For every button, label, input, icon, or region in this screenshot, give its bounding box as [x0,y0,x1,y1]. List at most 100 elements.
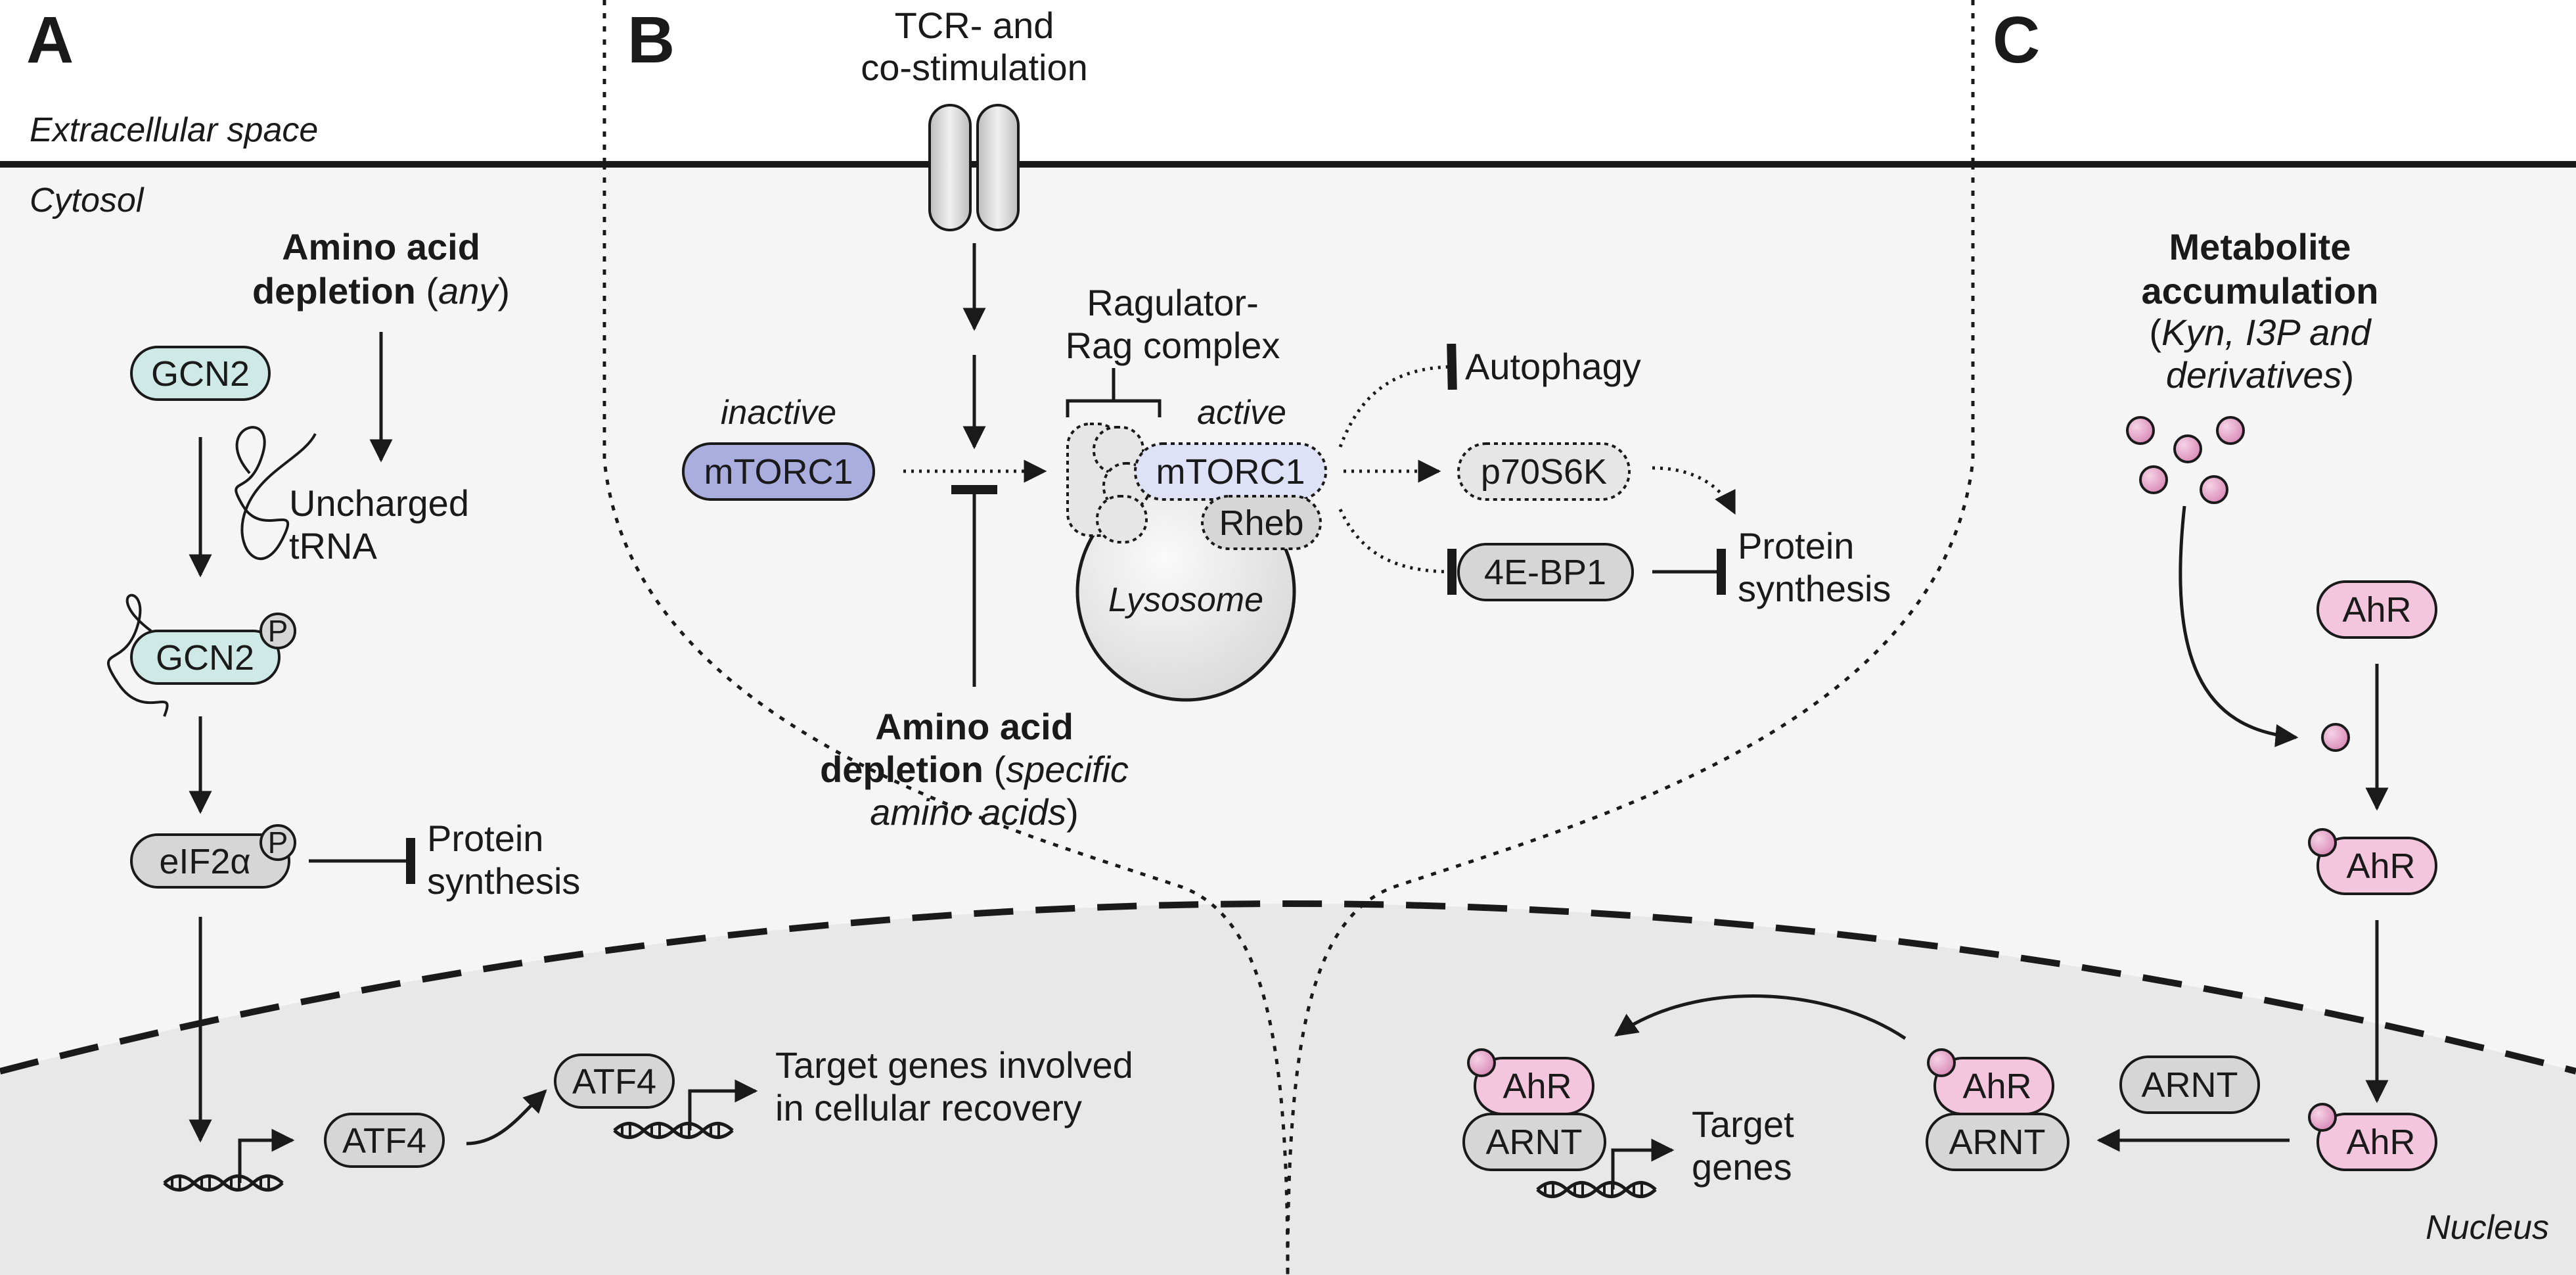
c-target-line2: genes [1692,1146,1792,1188]
b-dotted-arrow-p70-to-protein [1652,466,1736,515]
a-target-line1: Target genes involved [775,1044,1133,1086]
b-tcr-line2: co-stimulation [861,47,1087,88]
b-ragulator-bracket [1066,368,1162,417]
b-mtorc1-inactive-label: mTORC1 [704,452,853,492]
divider-b-left-curve [602,164,1290,1275]
c-target-line1: Target [1692,1103,1794,1145]
a-eif2a-pill [130,833,290,889]
b-p70s6k-pill [1457,442,1631,501]
b-inactive-label: inactive [721,394,836,432]
c-ahr-label-1: AhR [2342,590,2411,630]
c-metabolite-line2: accumulation [2142,270,2379,312]
divider-b-right-curve [1286,164,1975,1275]
b-aa-depletion-line1: Amino acid [875,706,1073,747]
c-complex-ahr-pill [1933,1057,2054,1115]
b-tcr-line1: TCR- and [895,5,1054,46]
a-protein-line2: synthesis [427,860,580,902]
panel-b: TCR- and co-stimulation inactive mTORC1 … [682,5,1891,833]
b-4ebp1-pill [1457,543,1634,601]
cytosol-label: Cytosol [30,181,145,220]
b-tcr-receptor-right [976,104,1020,231]
a-uncharged-trna-line1: Uncharged [289,482,469,524]
c-ahr-label-2: AhR [2346,846,2415,886]
a-atf4-label-2: ATF4 [572,1062,656,1101]
panel-label-c: C [1993,3,2040,77]
a-protein-line1: Protein [427,818,543,859]
a-arrow-atf4-curve [466,1089,547,1146]
a-eif2a-phospho-label: P [268,825,288,860]
b-active-label: active [1197,394,1286,432]
b-ragulator-line2: Rag complex [1066,325,1280,366]
extracellular-background [0,0,2576,164]
c-nuc-arnt-label: ARNT [1486,1123,1583,1162]
a-gcn2-p-pill [130,630,281,685]
nucleus-label: Nucleus [2426,1209,2549,1247]
a-gcn2-label: GCN2 [151,354,250,394]
b-mtorc1-active-label: mTORC1 [1156,452,1305,492]
c-nuc-ahr-ligand-icon [1467,1048,1496,1077]
a-promoter-arrow [238,1128,295,1183]
c-ahr-pill-3 [2316,1113,2437,1171]
a-eif2a-label: eIF2α [159,842,250,881]
panel-label-a: A [26,3,74,77]
a-gcn2-phospho-icon [260,613,296,649]
b-protein-line2: synthesis [1738,568,1891,609]
a-atf4-pill-2 [554,1054,675,1109]
c-arrow-translocate [1614,994,1907,1040]
b-aa-depletion-line2: depletion (specific [820,749,1129,790]
c-complex-ahr-label: AhR [1962,1067,2031,1106]
c-complex-arnt-label: ARNT [1949,1123,2046,1162]
trna-bound-squiggle-icon [106,593,169,717]
c-arnt-free-label: ARNT [2142,1065,2238,1105]
c-ligand-cluster-icon [2126,416,2245,504]
b-tcr-receptor-left [928,104,972,231]
b-dotted-inhibit-autophagy [1338,343,1457,448]
c-ahr-pill-2 [2316,837,2437,895]
extracellular-label: Extracellular space [30,111,318,149]
panel-c: Metabolite accumulation (Kyn, I3P and de… [1462,226,2437,1197]
b-autophagy-label: Autophagy [1465,346,1641,387]
a-aa-depletion-line2: depletion (any) [252,270,510,312]
c-metabolite-sub1: (Kyn, I3P and [2149,312,2372,353]
nuclear-envelope [0,900,2576,1075]
c-ligand-single-icon [2321,723,2350,752]
a-aa-depletion-line1: Amino acid [282,226,480,267]
b-rheb-pill [1201,495,1322,550]
trna-squiggle-icon [235,426,317,561]
a-gcn2-pill [130,346,271,401]
b-4ebp1-label: 4E-BP1 [1484,553,1606,592]
b-ragulator-complex [1066,423,1151,544]
b-rheb-label: Rheb [1219,503,1303,543]
a-eif2a-phospho-icon [260,824,296,861]
b-p70s6k-label: p70S6K [1481,452,1607,492]
a-promoter-arrow-2 [688,1079,758,1130]
a-atf4-label-1: ATF4 [342,1121,426,1161]
b-protein-line1: Protein [1738,525,1854,567]
a-uncharged-trna-line2: tRNA [289,525,377,567]
a-atf4-pill-1 [324,1113,445,1168]
a-gcn2-p-label: GCN2 [156,638,254,678]
c-nuc-ahr-pill [1474,1057,1594,1115]
c-ahr-ligand-2-icon [2308,828,2337,857]
c-nuc-ahr-label: AhR [1503,1067,1571,1106]
c-promoter-arrow [1611,1138,1675,1190]
c-arrow-ligand-curve [2179,505,2299,747]
c-ahr-pill-1 [2316,580,2437,639]
b-aa-depletion-line3: amino acids) [870,791,1078,833]
b-mtorc1-inactive-pill [682,442,875,501]
c-arnt-free-pill [2119,1055,2260,1114]
c-ahr-ligand-3-icon [2308,1103,2337,1132]
c-complex-ahr-ligand-icon [1927,1048,1956,1077]
c-ahr-label-3: AhR [2346,1123,2415,1162]
b-dotted-inhibit-4ebp1 [1338,508,1457,595]
b-ragulator-line1: Ragulator- [1087,282,1258,323]
b-lysosome-label: Lysosome [1108,581,1263,619]
a-gcn2-phospho-label: P [268,614,288,648]
panel-label-b: B [627,3,675,77]
panel-a: Amino acid depletion (any) GCN2 Uncharge… [106,226,1133,1190]
b-mtorc1-active-pill [1134,442,1327,501]
a-target-line2: in cellular recovery [775,1087,1082,1128]
c-metabolite-sub2: derivatives) [2166,354,2354,396]
nucleus-background [0,904,2576,1275]
